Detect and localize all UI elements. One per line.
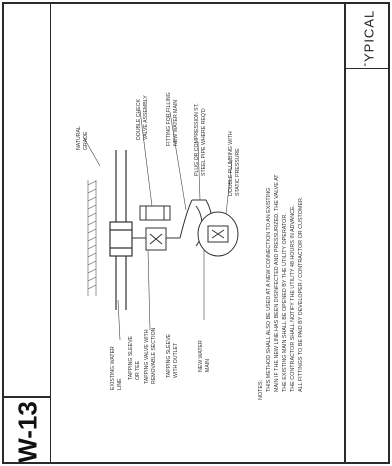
label-fitting-conn-1: PLUG OR COMPRESSION ST. <box>194 103 200 176</box>
label-new-water-2: MAIN <box>205 359 211 372</box>
new-main <box>195 199 239 257</box>
frame-right <box>388 2 390 464</box>
header-divider <box>344 2 346 464</box>
label-natural-grade-1: NATURAL <box>76 126 82 150</box>
notes-block: NOTES: THIS METHOD SHALL ALSO BE USED AT… <box>258 174 304 400</box>
label-tapping-sleeve-1: TAPPING SLEEVE <box>128 335 134 380</box>
note-line-4: THE CONTRACTOR SHALL NOTIFY THE UTILITY … <box>290 205 296 392</box>
notes-heading: NOTES: <box>258 380 264 400</box>
label-tapping-sleeve2-2: WITH OUTLET <box>173 342 179 378</box>
label-tapping-sleeve2-1: TAPPING SLEEVE <box>166 333 172 378</box>
label-new-water-1: NEW WATER <box>198 340 204 372</box>
note-line-1: THIS METHOD SHALL ALSO BE USED AT A NEW … <box>266 188 272 392</box>
frame-left <box>2 2 4 464</box>
label-existing-water-2: LINE <box>117 378 123 390</box>
label-tapping-valve-2: REMOVABLE SECTION <box>151 327 157 384</box>
ground-hatch <box>87 180 97 296</box>
label-tapping-valve-1: TAPPING VALVE WITH <box>144 329 150 384</box>
title-block-divider <box>50 2 51 464</box>
label-tapping-sleeve-2: OR TEE <box>135 360 141 380</box>
double-check-valve <box>139 205 171 221</box>
header-rule <box>346 68 388 69</box>
label-double-check-2: VALVE ASSEMBLY <box>143 95 149 140</box>
rotated-labels: NATURAL GRADE DOUBLE CHECK VALVE ASSEMBL… <box>76 92 241 390</box>
frame-bottom <box>2 462 390 464</box>
label-natural-grade-2: GRADE <box>83 131 89 150</box>
note-line-5: ALL FITTINGS TO BE PAID BY DEVELOPER / C… <box>298 197 304 392</box>
label-plumbing-1: DOUBLE PLUMBING WITH <box>228 131 234 196</box>
label-existing-water-1: EXISTING WATER <box>110 346 116 390</box>
label-fitting-line-1: FITTING FOR FILLING <box>166 92 172 146</box>
note-line-2: MAIN IF THE NEW LINE HAS BEEN DISINFECTE… <box>274 174 280 392</box>
existing-main <box>109 150 133 310</box>
label-fitting-conn-2: STEEL PIPE WHERE REQ'D <box>201 108 207 176</box>
leader-lines <box>83 109 233 341</box>
sheet-number-rule <box>2 396 50 398</box>
label-fitting-line-2: NEW WATER MAIN <box>173 100 179 146</box>
label-double-check-1: DOUBLE CHECK <box>136 99 142 140</box>
tap-assembly <box>132 199 206 251</box>
frame-top <box>2 2 390 4</box>
note-line-3: THE EXISTING MAIN SHALL BE OPENED BY THE… <box>282 213 288 392</box>
label-plumbing-2: STATIC PRESSURE <box>235 148 241 196</box>
